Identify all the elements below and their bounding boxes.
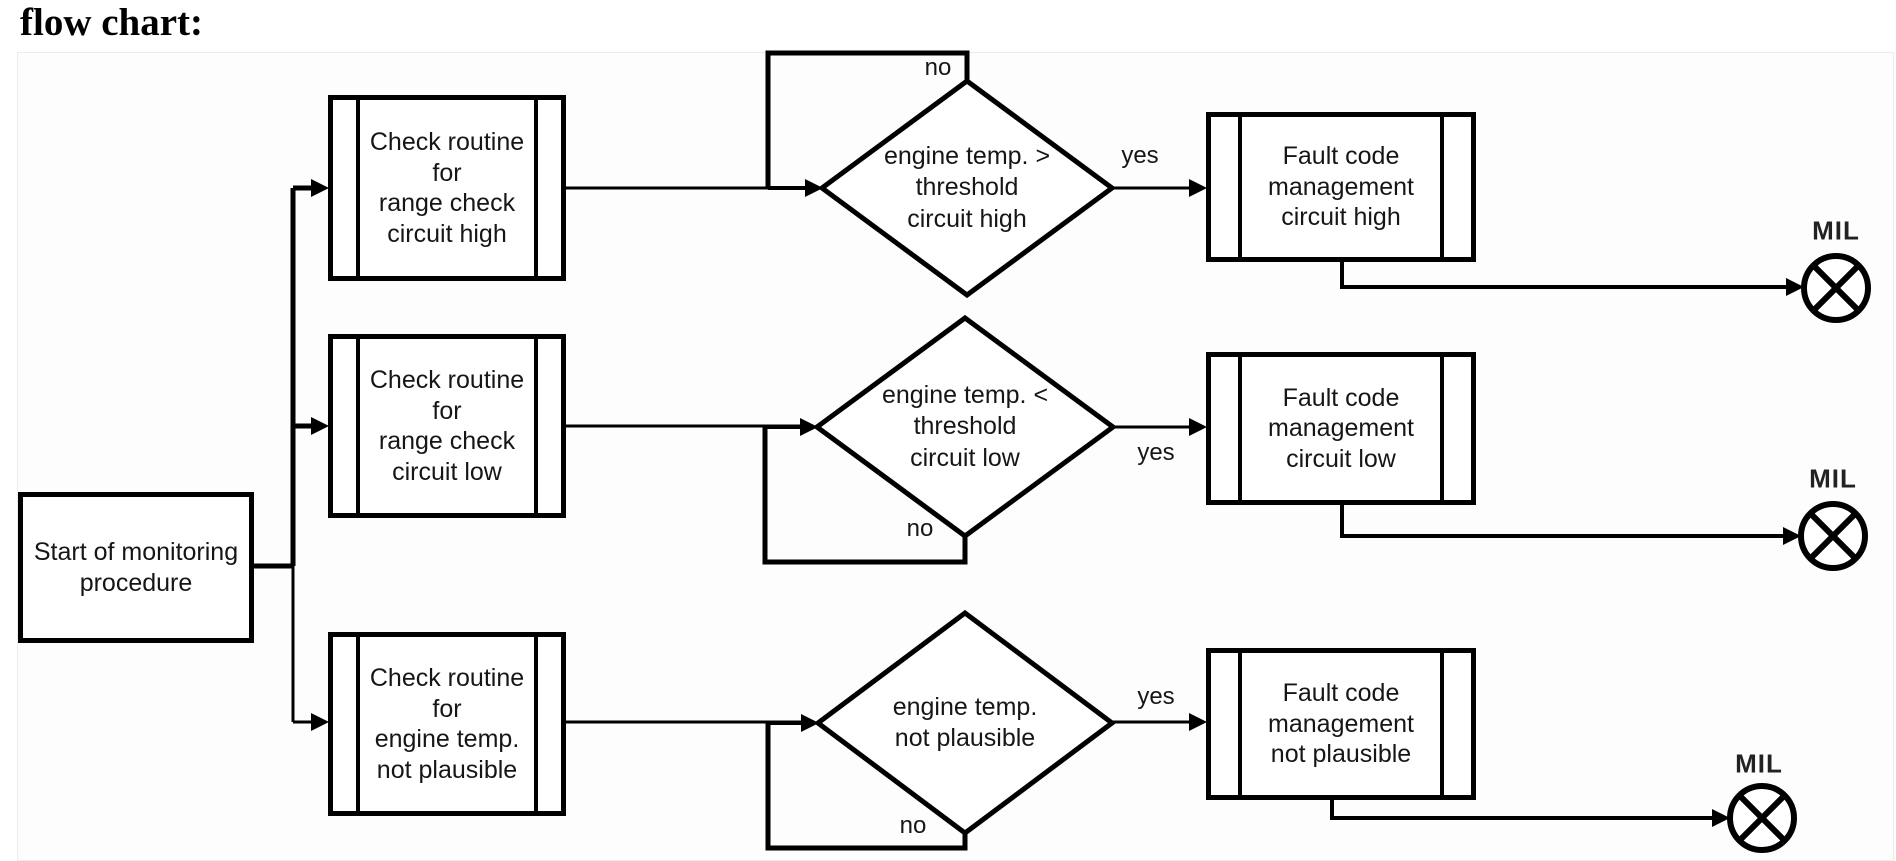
check-node-not-plausible: Check routine for engine temp. not plaus… (328, 632, 566, 816)
mil-label: MIL (1812, 215, 1860, 246)
check-node-label: Check routine for engine temp. not plaus… (369, 664, 525, 784)
subroutine-bar-icon (1440, 357, 1444, 500)
check-node-circuit-low: Check routine for range check circuit lo… (328, 334, 566, 518)
subroutine-bar-icon (356, 100, 360, 276)
subroutine-bar-icon (1440, 653, 1444, 795)
no-label: no (924, 54, 952, 81)
subroutine-bar-icon (1238, 117, 1242, 257)
no-label: no (899, 812, 927, 839)
subroutine-bar-icon (534, 339, 538, 513)
no-label: no (906, 515, 934, 542)
subroutine-bar-icon (356, 637, 360, 811)
mil-label: MIL (1735, 748, 1783, 779)
yes-label: yes (1121, 142, 1159, 169)
flow-connectors (254, 50, 1790, 851)
fault-node-not-plausible: Fault code management not plausible (1206, 648, 1476, 800)
decision-diamond-not-plausible (813, 609, 1117, 837)
decision-label-not-plausible: engine temp. not plausible (892, 692, 1038, 752)
yes-label: yes (1137, 439, 1175, 466)
decision-diamond-circuit-high (817, 77, 1117, 299)
fault-node-label: Fault code management not plausible (1268, 679, 1414, 769)
decision-label-circuit-high: engine temp. > threshold circuit high (883, 142, 1051, 233)
fault-node-circuit-high: Fault code management circuit high (1206, 112, 1476, 262)
subroutine-bar-icon (1238, 653, 1242, 795)
start-node-label: Start of monitoring procedure (33, 538, 239, 597)
page-title: flow chart: (20, 1, 204, 44)
fault-node-label: Fault code management circuit low (1268, 383, 1414, 473)
decision-label-circuit-low: engine temp. < threshold circuit low (881, 381, 1049, 472)
subroutine-bar-icon (534, 637, 538, 811)
subroutine-bar-icon (1238, 357, 1242, 500)
start-node: Start of monitoring procedure (18, 492, 254, 643)
decision-diamond-circuit-low (812, 314, 1118, 540)
subroutine-bar-icon (534, 100, 538, 276)
check-node-label: Check routine for range check circuit lo… (369, 366, 525, 486)
check-node-circuit-high: Check routine for range check circuit hi… (328, 95, 566, 281)
subroutine-bar-icon (1440, 117, 1444, 257)
mil-label: MIL (1809, 463, 1857, 494)
decision-diamonds (812, 77, 1118, 837)
fault-node-label: Fault code management circuit high (1268, 142, 1414, 232)
fault-node-circuit-low: Fault code management circuit low (1206, 352, 1476, 505)
mil-lamps (1727, 253, 1871, 853)
mil-lamp-icon (1727, 783, 1797, 853)
subroutine-bar-icon (356, 339, 360, 513)
yes-label: yes (1137, 683, 1175, 710)
mil-lamp-icon (1801, 253, 1871, 323)
mil-lamp-icon (1798, 501, 1868, 571)
arrowheads (311, 179, 1804, 827)
check-node-label: Check routine for range check circuit hi… (369, 128, 525, 248)
